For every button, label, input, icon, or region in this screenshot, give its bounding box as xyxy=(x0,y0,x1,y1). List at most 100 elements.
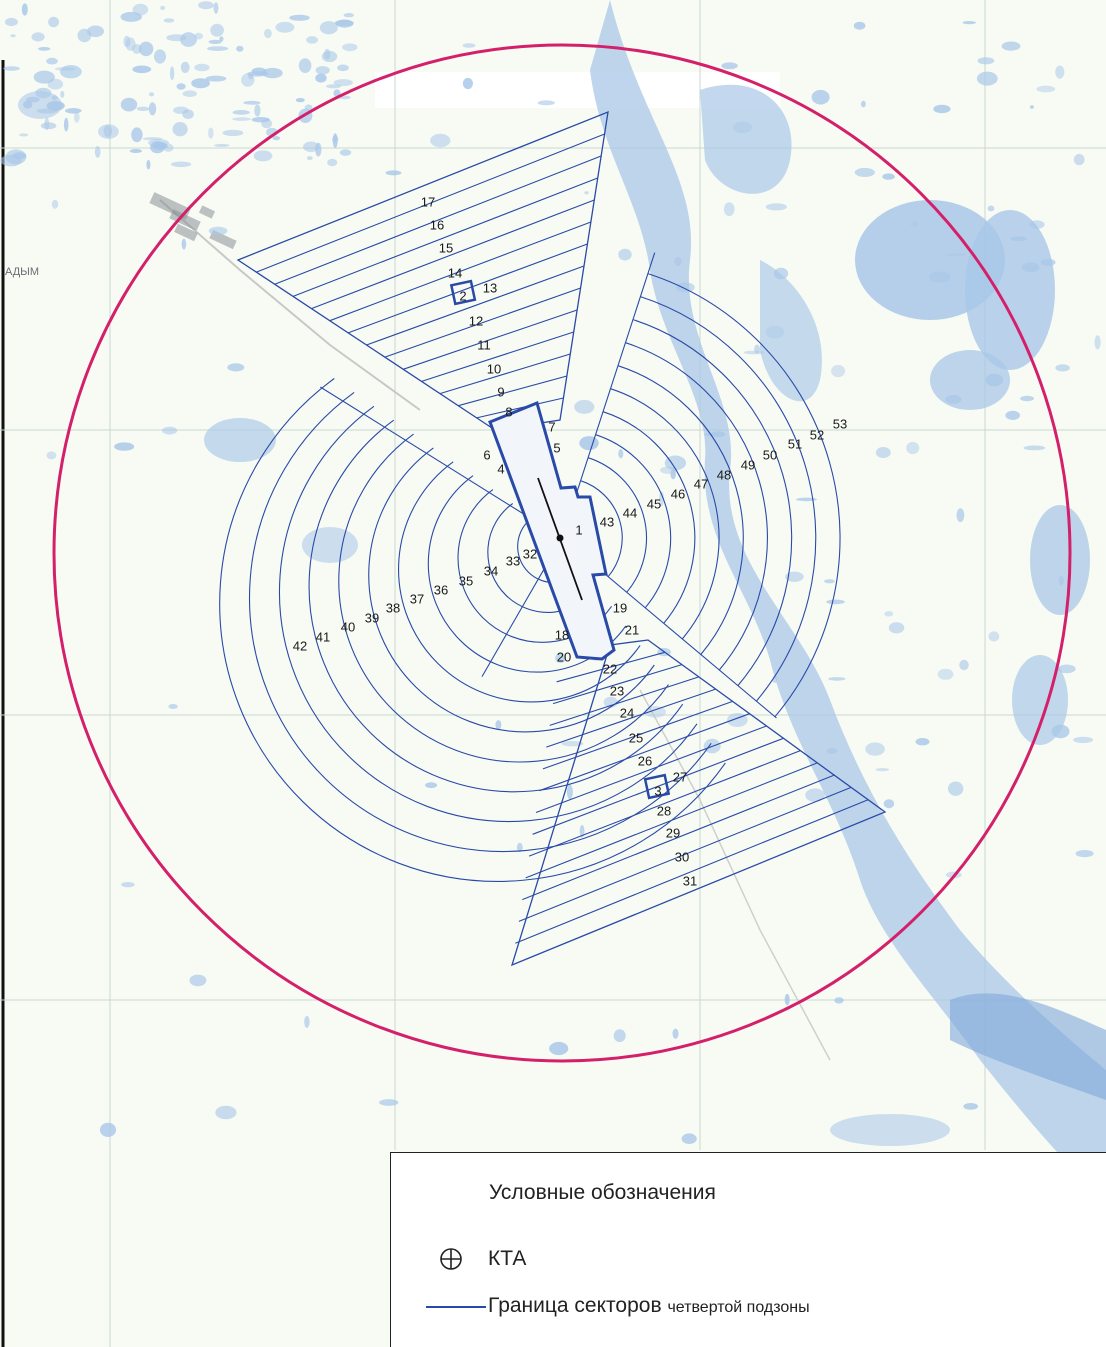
pond xyxy=(168,704,178,709)
pond xyxy=(261,118,273,129)
sector-label-8: 8 xyxy=(505,404,512,419)
pond xyxy=(176,83,186,90)
pond xyxy=(1023,445,1046,451)
sector-label-43: 43 xyxy=(600,514,614,529)
pond xyxy=(163,143,174,152)
sector-label-25: 25 xyxy=(629,730,643,745)
pond xyxy=(132,3,149,16)
sector-hatch-north xyxy=(311,199,595,310)
road-line xyxy=(159,199,421,411)
sector-label-44: 44 xyxy=(623,505,637,520)
legend-line-label: Граница секторов четвертой подзоны xyxy=(488,1294,810,1318)
place-label: АДЫМ xyxy=(5,266,39,278)
pond xyxy=(46,451,57,460)
sector-label-20: 20 xyxy=(557,649,571,664)
sector-hatch-south xyxy=(515,799,869,944)
pond xyxy=(125,37,136,51)
sector-arc-east xyxy=(640,296,817,702)
pond xyxy=(194,63,210,72)
pond xyxy=(723,202,735,217)
pond xyxy=(875,447,891,458)
sector-arc-west xyxy=(308,419,684,793)
sector-arc-west xyxy=(427,475,627,673)
sector-arc-east xyxy=(647,273,841,718)
sector-hatch-north xyxy=(274,155,602,285)
lake xyxy=(302,527,358,563)
sector-label-40: 40 xyxy=(341,619,355,634)
sector-hatch-north xyxy=(439,353,571,395)
pond xyxy=(253,150,273,162)
pond xyxy=(148,102,157,116)
sector-hatch-south xyxy=(518,786,852,922)
pond xyxy=(51,199,59,209)
pond xyxy=(289,14,310,21)
pond xyxy=(31,32,45,42)
pond xyxy=(915,738,930,746)
sector-label-24: 24 xyxy=(620,705,634,720)
pond xyxy=(303,141,319,153)
pond xyxy=(208,226,228,236)
sector-radial xyxy=(481,568,545,677)
sector-label-18: 18 xyxy=(555,627,569,642)
pond xyxy=(33,70,55,84)
pond xyxy=(888,622,905,634)
pond xyxy=(579,825,585,838)
sector-trapezoid-north xyxy=(236,110,609,431)
pond xyxy=(811,89,830,105)
sector-label-42: 42 xyxy=(293,638,307,653)
pond xyxy=(304,104,313,111)
sector-label-11: 11 xyxy=(477,337,491,352)
sector-label-33: 33 xyxy=(506,553,520,568)
pond xyxy=(659,491,664,507)
pond xyxy=(327,158,338,167)
pond xyxy=(315,66,330,75)
pond xyxy=(208,127,214,139)
sector-label-23: 23 xyxy=(610,683,624,698)
pond xyxy=(824,579,835,584)
pond xyxy=(549,1041,569,1056)
sector-arc-west xyxy=(248,391,712,852)
pond xyxy=(319,21,338,35)
pond xyxy=(248,74,254,80)
sector-arc-west xyxy=(368,447,655,733)
sector-label-17: 17 xyxy=(421,194,435,209)
object-box-3 xyxy=(643,773,671,800)
pond xyxy=(1040,258,1056,266)
sector-label-41: 41 xyxy=(316,629,330,644)
pond xyxy=(163,18,175,23)
pond xyxy=(828,677,846,681)
pond xyxy=(148,139,169,147)
sector-hatch-north xyxy=(421,331,574,382)
pond xyxy=(831,364,846,378)
sector-arc-west xyxy=(219,378,726,882)
pond xyxy=(826,599,845,605)
pond xyxy=(215,1105,237,1120)
sector-arc-east xyxy=(587,457,648,593)
pond xyxy=(1005,410,1020,420)
pond xyxy=(136,106,150,112)
sector-label-13: 13 xyxy=(483,280,497,295)
pond xyxy=(963,1103,979,1110)
sector-trapezoid-south xyxy=(510,639,887,967)
pond xyxy=(906,441,920,455)
pond xyxy=(796,497,817,502)
pond xyxy=(60,65,82,79)
pond xyxy=(35,87,52,99)
pond xyxy=(87,25,104,38)
sector-label-50: 50 xyxy=(763,447,777,462)
pond xyxy=(120,97,138,112)
sector-label-22: 22 xyxy=(603,661,617,676)
pond xyxy=(120,11,142,22)
pond xyxy=(937,668,954,680)
settlement-block xyxy=(174,223,198,242)
pond xyxy=(131,127,143,143)
pond xyxy=(4,17,18,27)
lake xyxy=(965,210,1055,370)
pond xyxy=(910,220,919,228)
sector-arc-east xyxy=(580,480,623,578)
sector-label-49: 49 xyxy=(741,457,755,472)
sector-label-12: 12 xyxy=(469,313,483,328)
pond xyxy=(315,73,327,83)
pond xyxy=(962,21,976,25)
river-branch xyxy=(700,84,792,194)
